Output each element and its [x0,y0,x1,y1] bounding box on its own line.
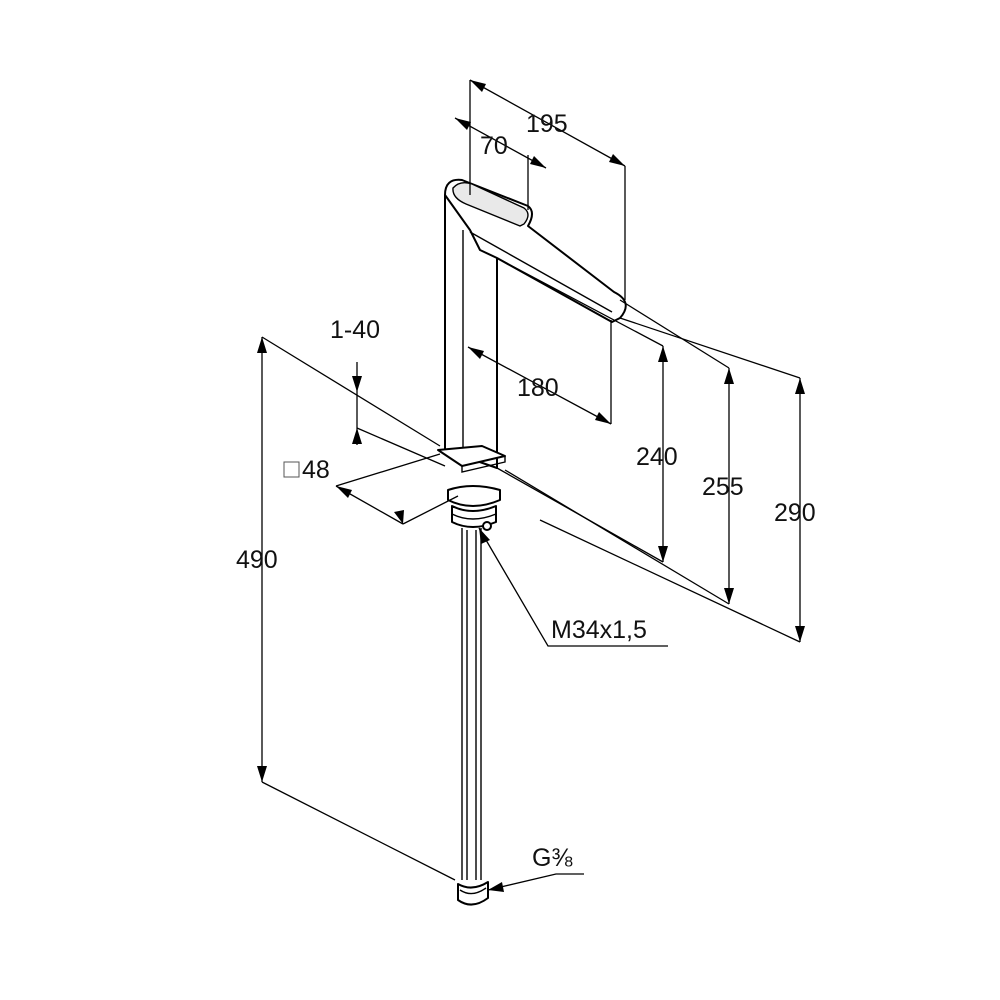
faucet-body [437,178,627,906]
arrowheads [257,80,805,892]
hose-fitting-ridge [459,887,487,895]
spout-top [444,178,627,323]
label-m34: M34x1,5 [551,616,647,644]
label-290: 290 [774,499,816,527]
square-outline-icon [283,461,300,478]
label-195: 195 [526,110,568,138]
nut-screw [482,521,492,531]
lever-handle [452,181,529,227]
label-490: 490 [236,546,278,574]
label-70: 70 [480,132,508,160]
label-240: 240 [636,443,678,471]
base-plate-side [461,456,506,473]
dimension-labels: 195 70 1-40 180 240 255 290 48 490 M34x1… [236,110,816,872]
label-48: 48 [302,456,330,484]
label-180: 180 [517,374,559,402]
mounting-sleeve [447,485,501,507]
label-255: 255 [702,473,744,501]
label-g38: G⅜ [532,844,572,872]
nut-band [451,513,497,520]
spout-lower-edge [469,231,613,313]
dimension-lines [261,79,801,891]
label-1-40: 1-40 [330,316,380,344]
